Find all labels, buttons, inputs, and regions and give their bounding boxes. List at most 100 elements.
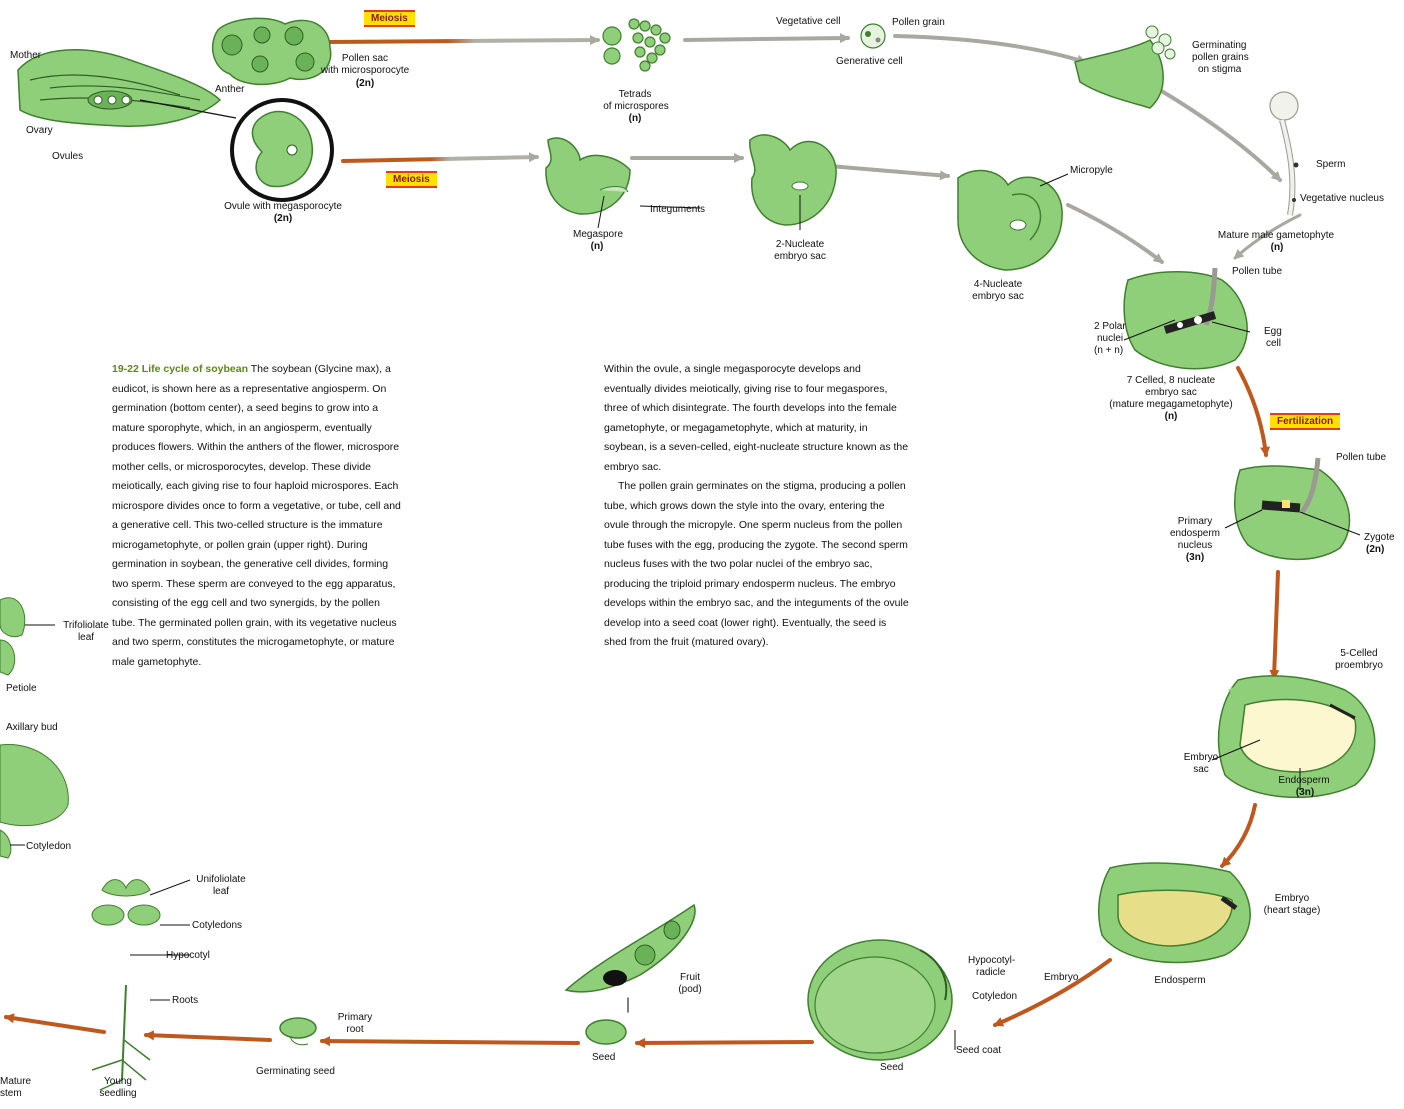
proembryo-illustration — [1211, 675, 1376, 799]
label-2n-b: (2n) — [273, 213, 293, 224]
arrow-2nuc-to-4nuc — [816, 163, 950, 181]
cycle-arrows — [4, 33, 1302, 1048]
figure-title: Life cycle of soybean — [141, 363, 248, 375]
arrow-germ-to-seedling — [144, 1030, 272, 1042]
label-trifoliolate: Trifoliolate — [63, 620, 109, 631]
tetrads-illustration — [602, 18, 671, 72]
label-young: Young — [104, 1076, 132, 1087]
arrow-4nuc-to-sac — [1066, 203, 1164, 264]
megaspore-illustration — [545, 137, 701, 229]
arrow-seed-to-shed — [635, 1037, 814, 1048]
label-sperm: Sperm — [1316, 159, 1346, 170]
label-3n-b: (3n) — [1295, 787, 1315, 798]
label-2-nucleate: 2-Nucleate — [775, 239, 825, 250]
label-radicle: radicle — [976, 967, 1006, 978]
label-embryo-sac-c: embryo sac — [1145, 387, 1197, 398]
label-stem: stem — [0, 1088, 22, 1099]
label-n-b: (n) — [1270, 242, 1284, 253]
label-n-a: (n) — [628, 113, 642, 124]
arrow-sac-to-fert — [1236, 366, 1271, 457]
label-seed-b: Seed — [592, 1052, 616, 1063]
label-generative-cell: Generative cell — [836, 56, 903, 67]
two-nucleate-embryo-sac-illustration — [749, 134, 837, 230]
label-seed-coat: Seed coat — [956, 1045, 1002, 1056]
caption-column-1: 19-22 Life cycle of soybean The soybean … — [112, 360, 404, 672]
label-proembryo: proembryo — [1335, 660, 1383, 671]
label-nucleus: nucleus — [1177, 540, 1213, 551]
ovule-megasporocyte-illustration — [139, 98, 334, 202]
mature-plant-illustration — [0, 597, 69, 859]
label-2n-c: (2n) — [1366, 544, 1385, 555]
label-n-c: (n) — [590, 241, 604, 252]
caption-column-2: Within the ovule, a single megasporocyte… — [604, 360, 910, 653]
fertilization-illustration — [1224, 457, 1361, 561]
label-ovule-megasporocyte: Ovule with megasporocyte — [224, 201, 342, 212]
label-n-d: (n) — [1164, 411, 1178, 422]
label-tetrads: Tetrads — [618, 89, 652, 100]
arrow-heart-to-seed — [993, 958, 1112, 1027]
arrow-stigma-to-tube — [1158, 88, 1282, 182]
mature-embryo-sac-illustration — [1123, 267, 1251, 370]
label-7-celled: 7 Celled, 8 nucleate — [1126, 375, 1216, 386]
label-megaspore: Megaspore — [572, 229, 624, 240]
label-vegetative-cell: Vegetative cell — [776, 16, 841, 27]
label-unifoliolate: Unifoliolate — [196, 874, 246, 885]
arrow-tetrads-to-pollen — [683, 33, 850, 44]
label-endosperm-c: Endosperm — [1154, 975, 1206, 986]
arrow-ovule-to-megaspore — [341, 152, 539, 163]
fruit-pod-illustration — [564, 903, 696, 993]
label-4-nucleate: 4-Nucleate — [973, 279, 1023, 290]
label-endosperm-b: Endosperm — [1278, 775, 1330, 786]
label-heart-stage: (heart stage) — [1263, 905, 1321, 916]
arrow-shed-to-germ — [320, 1036, 580, 1047]
arrow-seedling-to-mature — [4, 1013, 106, 1034]
mature-seed-illustration — [807, 939, 956, 1061]
arrow-pollen-to-stigma — [893, 34, 1087, 65]
label-vegetative-nucleus: Vegetative nucleus — [1300, 193, 1384, 204]
label-embryo-sac-b: embryo sac — [972, 291, 1024, 302]
label-2n-a: (2n) — [355, 78, 375, 89]
label-seed-a: Seed — [880, 1062, 904, 1073]
label-cotyledon-a: Cotyledon — [972, 991, 1018, 1002]
label-cotyledon-c: Cotyledon — [26, 841, 72, 852]
label-of-microspores: of microspores — [603, 101, 669, 112]
label-germinating-seed: Germinating seed — [256, 1066, 335, 1077]
label-hypocotyl-radicle: Hypocotyl- — [968, 955, 1016, 966]
anther-illustration — [211, 17, 332, 86]
label-pollen-tube-b: Pollen tube — [1336, 452, 1387, 463]
label-pod: (pod) — [678, 984, 702, 995]
arrow-anther-to-tetrads — [323, 35, 600, 46]
figure-number: 19-22 — [112, 363, 139, 375]
label-pollen-sac: Pollen sac — [341, 53, 389, 64]
label-germinating: Germinating — [1192, 40, 1247, 51]
label-pollen-grain: Pollen grain — [892, 17, 945, 28]
label-pollen-tube-a: Pollen tube — [1232, 266, 1283, 277]
flower-illustration — [17, 49, 222, 128]
pollen-grain-illustration — [860, 23, 886, 49]
arrow-fert-to-proembryo — [1269, 570, 1280, 680]
label-cotyledons-b: Cotyledons — [192, 920, 243, 931]
label-primary-root: Primary — [337, 1012, 373, 1023]
label-mature-megagametophyte: (mature megagametophyte) — [1109, 399, 1233, 410]
label-axillary-bud: Axillary bud — [6, 722, 58, 733]
label-microsporocyte: with microsporocyte — [320, 65, 410, 76]
label-cell: cell — [1266, 338, 1282, 349]
arrow-proembryo-to-heart — [1220, 803, 1257, 868]
male-gametophyte-illustration — [1269, 91, 1299, 216]
label-embryo-brace: Embryo — [1044, 972, 1079, 983]
label-pollen-grains: pollen grains — [1192, 52, 1249, 63]
label-leaf-a: leaf — [212, 886, 230, 897]
label-petiole: Petiole — [6, 683, 37, 694]
label-seedling: seedling — [99, 1088, 137, 1099]
stigma-illustration — [1074, 25, 1176, 109]
label-primary: Primary — [1177, 516, 1213, 527]
label-egg: Egg — [1264, 326, 1282, 337]
label-mature-male: Mature male gametophyte — [1217, 230, 1335, 241]
label-embryo-heart: Embryo — [1274, 893, 1310, 904]
label-integuments: Integuments — [650, 204, 706, 215]
label-embryo: Embryo — [1183, 752, 1219, 763]
label-anther: Anther — [215, 84, 245, 95]
caption-paragraph-2: Within the ovule, a single megasporocyte… — [604, 363, 909, 473]
label-ovary: Ovary — [26, 125, 53, 136]
